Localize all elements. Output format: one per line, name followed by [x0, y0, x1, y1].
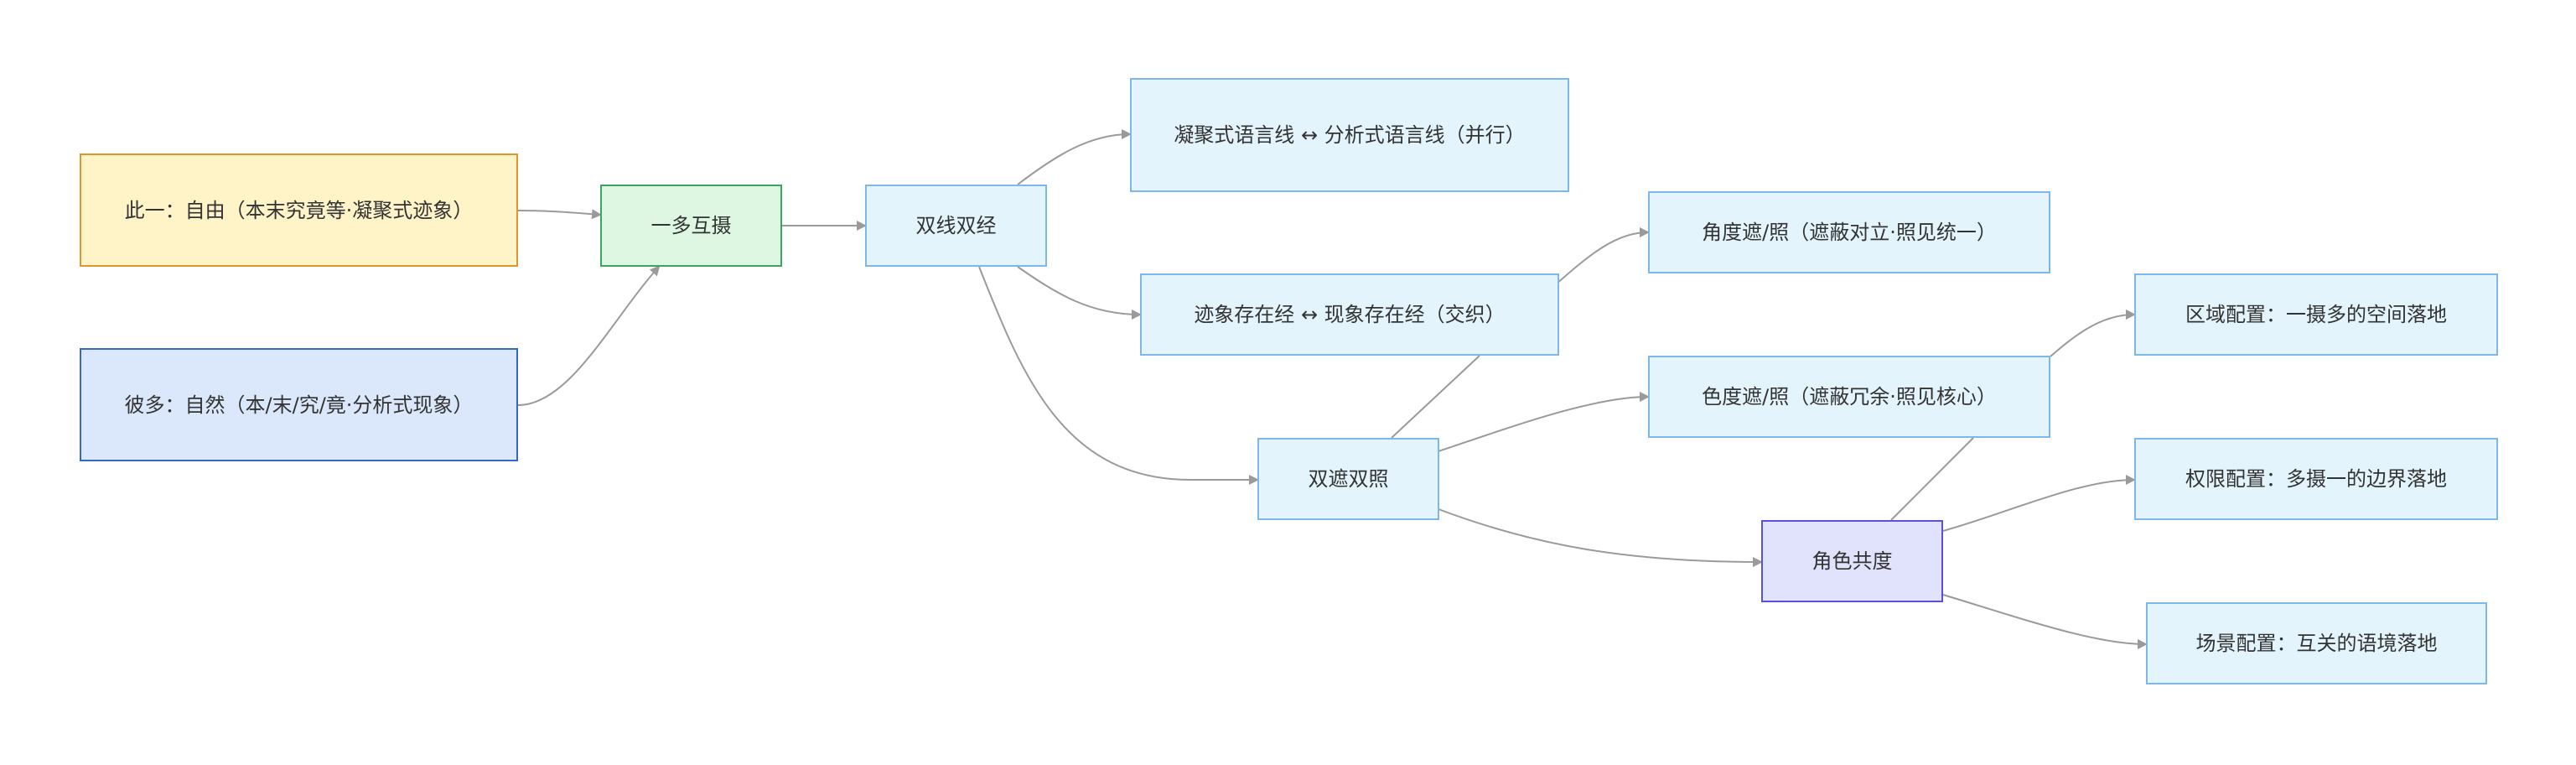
edge-juese-quanxian: [1942, 475, 2136, 532]
node-biduo: 彼多：自然（本/末/究/竟·分析式现象）: [80, 348, 518, 461]
edge-shuangxian-jixiang: [1017, 266, 1142, 320]
node-ningju: 凝聚式语言线 ↔ 分析式语言线（并行）: [1130, 78, 1569, 192]
node-quanxian: 权限配置：多摄一的边界落地: [2134, 438, 2498, 520]
edge-biduo-yiduo: [517, 265, 661, 406]
node-yiduo: 一多互摄: [600, 185, 782, 267]
node-quyu: 区域配置：一摄多的空间落地: [2134, 273, 2498, 356]
edge-shuangxian-ningju: [1017, 129, 1132, 185]
node-cidi: 此一：自由（本末究竟等·凝聚式迹象）: [80, 154, 518, 267]
edge-shuangxian-shuangzhe: [978, 266, 1259, 485]
edge-jixiang-jiaodu: [1554, 227, 1650, 286]
edge-shuangzhe-sedu: [1438, 392, 1650, 452]
edge-juese-changjing: [1942, 594, 2148, 649]
node-juese: 角色共度: [1761, 520, 1943, 602]
node-changjing: 场景配置：互关的语境落地: [2146, 602, 2487, 684]
node-sedu: 色度遮/照（遮蔽冗余·照见核心）: [1648, 356, 2050, 438]
node-jixiang: 迹象存在经 ↔ 现象存在经（交织）: [1140, 273, 1559, 356]
node-jiaodu: 角度遮/照（遮蔽对立·照见统一）: [1648, 191, 2050, 273]
edge-cidi-yiduo: [517, 209, 602, 220]
edge-sedu-quyu: [2050, 310, 2136, 357]
node-shuangxian: 双线双经: [865, 185, 1047, 267]
edge-shuangzhe-juese: [1438, 508, 1763, 567]
edge-shuangzhe-jixiang: [1391, 355, 1480, 439]
edge-juese-sedu: [1890, 437, 1974, 521]
node-shuangzhe: 双遮双照: [1257, 438, 1439, 520]
